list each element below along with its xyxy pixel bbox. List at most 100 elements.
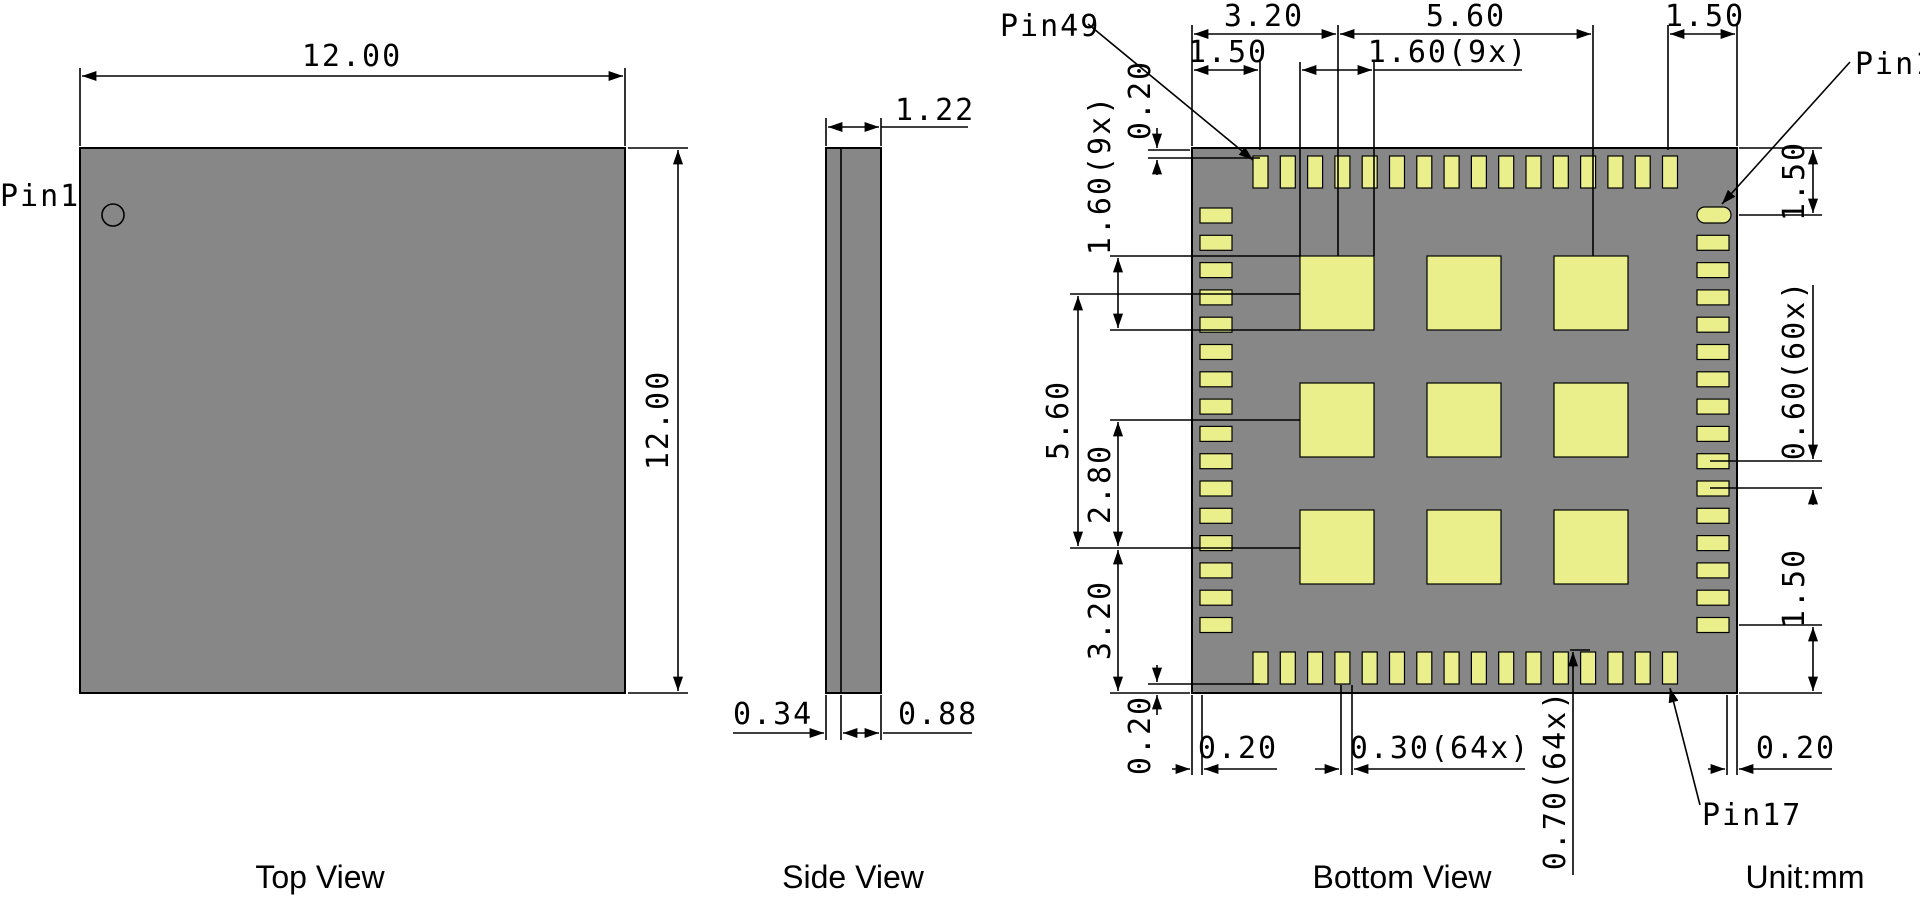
dim-1-50-right-bottom-side: 1.50 [1777, 548, 1812, 628]
dim-1-60-9x-left: 1.60(9x) [1083, 95, 1118, 256]
top-view-body [79, 147, 626, 694]
unit-label: Unit:mm [1745, 859, 1864, 895]
side-left-label: 0.34 [733, 697, 813, 732]
left-edge-pad [1199, 262, 1233, 279]
side-view-caption: Side View [782, 859, 925, 895]
pin49-label: Pin49 [1000, 9, 1100, 44]
right-edge-pad [1696, 398, 1730, 415]
center-ground-pad [1426, 255, 1502, 331]
dim-2-80-left: 2.80 [1083, 444, 1118, 524]
top-pin1-label: Pin1 [0, 179, 80, 214]
right-edge-pad [1696, 343, 1730, 361]
dim-5-60-left: 5.60 [1041, 380, 1076, 460]
left-edge-pad [1199, 425, 1233, 442]
left-edge-pad [1199, 398, 1233, 415]
right-edge-pad [1696, 289, 1730, 306]
bottom-edge-pad [1388, 651, 1406, 685]
top-height-label: 12.00 [641, 370, 676, 470]
right-edge-pad [1696, 534, 1730, 552]
bottom-edge-pad [1634, 651, 1651, 685]
top-edge-pad [1252, 155, 1269, 189]
side-view: 1.22 0.34 0.88 Side View [733, 93, 978, 895]
right-edge-pad [1696, 234, 1730, 251]
bottom-edge-pad [1607, 651, 1624, 685]
top-edge-pad [1416, 155, 1433, 189]
side-thickness-label: 1.22 [895, 93, 975, 128]
dim-1-60-9x-top: 1.60(9x) [1368, 35, 1529, 70]
bottom-edge-pad [1252, 651, 1269, 685]
pin17-label: Pin17 [1702, 798, 1802, 833]
dim-0-20-bottom-left: 0.20 [1198, 731, 1278, 766]
right-edge-pad [1696, 371, 1730, 388]
dim-0-20-left-bottom: 0.20 [1123, 695, 1158, 775]
right-edge-pad [1696, 616, 1730, 634]
left-edge-pad [1199, 343, 1233, 361]
dim-1-50-left-top: 1.50 [1188, 35, 1268, 70]
bottom-edge-pad [1552, 651, 1569, 685]
bottom-edge-pad [1661, 651, 1679, 685]
bottom-edge-pad [1334, 651, 1351, 685]
left-edge-pad [1199, 207, 1233, 224]
bottom-edge-pad [1416, 651, 1433, 685]
dim-5-60-top: 5.60 [1426, 0, 1506, 34]
bottom-edge-pad [1470, 651, 1488, 685]
top-edge-pad [1552, 155, 1569, 189]
right-edge-pad [1696, 562, 1730, 579]
top-edge-pad [1470, 155, 1488, 189]
top-edge-pad [1334, 155, 1351, 189]
top-edge-pad [1634, 155, 1651, 189]
bottom-edge-pad [1361, 651, 1378, 685]
left-edge-pad [1199, 453, 1233, 470]
side-right-label: 0.88 [898, 697, 978, 732]
center-ground-pad [1553, 509, 1629, 585]
bottom-view-caption: Bottom View [1312, 859, 1492, 895]
center-ground-pad [1299, 382, 1375, 458]
center-ground-pad [1299, 509, 1375, 585]
dim-1-50-right-top-side: 1.50 [1777, 141, 1812, 221]
pin1-marker-icon [101, 203, 125, 227]
dim-0-70-64x: 0.70(64x) [1538, 690, 1573, 871]
bottom-edge-pad [1279, 651, 1296, 685]
pin1-label: Pin1 [1855, 47, 1920, 82]
pin1-pad [1696, 206, 1732, 224]
dim-0-30-64x: 0.30(64x) [1350, 731, 1531, 766]
left-edge-pad [1199, 562, 1233, 579]
center-ground-pad [1553, 382, 1629, 458]
bottom-view: 3.20 5.60 1.50 1.60(9x) 1.50 Pin49 Pin1 … [1000, 0, 1920, 895]
center-ground-pad [1426, 382, 1502, 458]
top-view-caption: Top View [255, 859, 385, 895]
bottom-edge-pad [1525, 651, 1542, 685]
top-edge-pad [1498, 155, 1515, 189]
left-edge-pad [1199, 316, 1233, 333]
center-ground-pad [1426, 509, 1502, 585]
pad-group [1199, 155, 1730, 685]
dim-0-20-left-top: 0.20 [1123, 60, 1158, 140]
left-edge-pad [1199, 371, 1233, 388]
center-ground-pad [1553, 255, 1629, 331]
right-edge-pad [1696, 589, 1730, 606]
bottom-edge-pad [1498, 651, 1515, 685]
dim-3-20-top: 3.20 [1224, 0, 1304, 34]
left-edge-pad [1199, 289, 1233, 306]
top-edge-pad [1661, 155, 1679, 189]
top-edge-pad [1525, 155, 1542, 189]
bottom-edge-pad [1306, 651, 1324, 685]
top-edge-pad [1579, 155, 1597, 189]
left-edge-pad [1199, 234, 1233, 251]
dim-0-60-60x: 0.60(60x) [1777, 280, 1812, 461]
center-ground-pad [1299, 255, 1375, 331]
dim-3-20-left: 3.20 [1083, 580, 1118, 660]
top-edge-pad [1361, 155, 1378, 189]
right-edge-pad [1696, 316, 1730, 333]
side-view-body [825, 147, 882, 694]
bottom-edge-pad [1443, 651, 1460, 685]
top-edge-pad [1607, 155, 1624, 189]
top-width-label: 12.00 [302, 39, 402, 74]
top-edge-pad [1306, 155, 1324, 189]
left-edge-pad [1199, 507, 1233, 524]
top-edge-pad [1279, 155, 1296, 189]
dim-0-20-bottom-right: 0.20 [1756, 731, 1836, 766]
left-edge-pad [1199, 589, 1233, 606]
top-edge-pad [1388, 155, 1406, 189]
